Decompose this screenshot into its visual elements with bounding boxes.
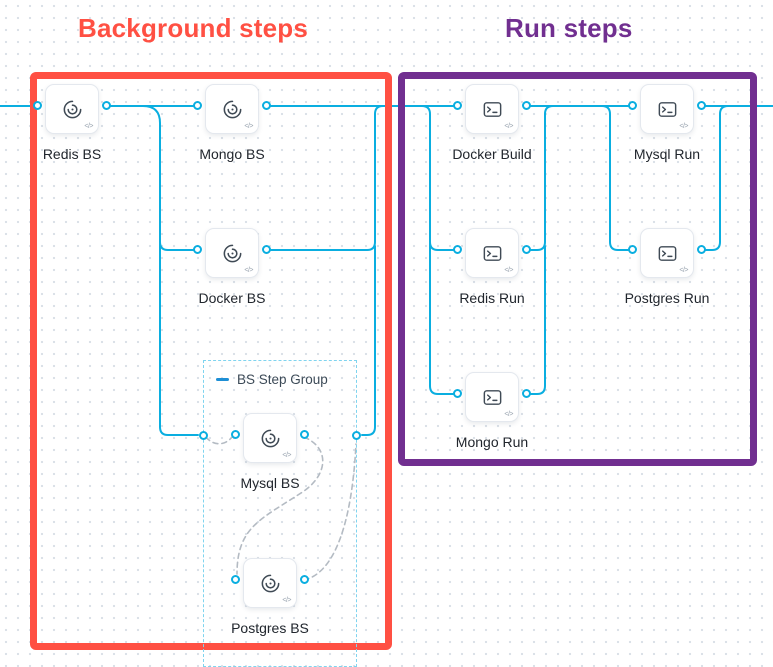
connector (264, 105, 384, 251)
code-glyph: </> (504, 411, 513, 418)
connector (429, 385, 460, 395)
background-step-icon (261, 429, 279, 447)
connector (524, 245, 546, 395)
step-node-redis-bs[interactable]: </> Redis BS (33, 84, 111, 162)
input-port (193, 245, 202, 254)
connector (699, 105, 729, 251)
code-glyph: </> (84, 123, 93, 130)
step-label: Redis Run (459, 290, 525, 306)
background-step-icon (63, 100, 81, 118)
connector (601, 105, 635, 251)
step-label: Postgres Run (624, 290, 710, 306)
step-node-postgres-run[interactable]: </> Postgres Run (625, 228, 709, 306)
output-port (522, 389, 531, 398)
step-node-mongo-run[interactable]: </> Mongo Run (453, 372, 531, 450)
input-port (33, 101, 42, 110)
step-node-mysql-bs[interactable]: </> Mysql BS (231, 413, 309, 491)
run-steps-box (398, 72, 757, 466)
background-step-icon (261, 574, 279, 592)
run-step-icon (483, 389, 501, 405)
code-glyph: </> (244, 123, 253, 130)
code-glyph: </> (679, 267, 688, 274)
dashed-connector (303, 443, 357, 581)
connector (159, 426, 199, 436)
code-glyph: </> (504, 123, 513, 130)
run-step-icon (658, 101, 676, 117)
connector (421, 105, 431, 387)
code-glyph: </> (282, 452, 291, 459)
step-card[interactable]: </> (45, 84, 99, 134)
code-glyph: </> (282, 597, 291, 604)
step-card[interactable]: </> (465, 228, 519, 278)
dashed-connector (205, 436, 233, 445)
code-glyph: </> (504, 267, 513, 274)
output-port (262, 101, 271, 110)
group-input-port (199, 431, 208, 440)
step-card[interactable]: </> (465, 84, 519, 134)
background-steps-title: Background steps (78, 13, 309, 43)
step-node-mongo-bs[interactable]: </> Mongo BS (193, 84, 271, 162)
output-port (522, 245, 531, 254)
run-step-icon (483, 101, 501, 117)
connector (159, 241, 200, 251)
connector (524, 105, 554, 251)
step-card[interactable]: </> (243, 413, 297, 463)
code-glyph: </> (244, 267, 253, 274)
output-port (300, 430, 309, 439)
output-port (262, 245, 271, 254)
input-port (453, 101, 462, 110)
step-label: Docker BS (198, 290, 266, 306)
connector (361, 245, 376, 436)
step-node-docker-build[interactable]: </> Docker Build (452, 84, 532, 162)
background-step-icon (223, 100, 241, 118)
background-steps-box (30, 72, 392, 650)
code-glyph: </> (679, 123, 688, 130)
step-label: Mongo BS (199, 146, 265, 162)
output-port (697, 245, 706, 254)
step-label: Redis BS (42, 146, 102, 162)
input-port (231, 575, 240, 584)
run-steps-title: Run steps (505, 13, 633, 43)
step-label: Mysql Run (633, 146, 701, 162)
output-port (697, 101, 706, 110)
collapse-minus-icon[interactable] (216, 378, 229, 381)
input-port (628, 245, 637, 254)
background-step-icon (223, 244, 241, 262)
step-node-mysql-run[interactable]: </> Mysql Run (628, 84, 706, 162)
input-port (193, 101, 202, 110)
run-step-icon (658, 245, 676, 261)
output-port (102, 101, 111, 110)
input-port (453, 245, 462, 254)
step-card[interactable]: </> (205, 228, 259, 278)
step-node-redis-run[interactable]: </> Redis Run (453, 228, 531, 306)
step-card[interactable]: </> (243, 558, 297, 608)
input-port (628, 101, 637, 110)
step-group-label: BS Step Group (237, 372, 328, 387)
step-card[interactable]: </> (205, 84, 259, 134)
dashed-connector (236, 436, 324, 575)
step-card[interactable]: </> (640, 228, 694, 278)
step-card[interactable]: </> (465, 372, 519, 422)
step-node-postgres-bs[interactable]: </> Postgres BS (231, 558, 309, 636)
run-step-icon (483, 245, 501, 261)
step-card[interactable]: </> (640, 84, 694, 134)
step-label: Postgres BS (231, 620, 309, 636)
step-node-docker-bs[interactable]: </> Docker BS (193, 228, 271, 306)
step-label: Mysql BS (240, 475, 300, 491)
step-label: Mongo Run (455, 434, 529, 450)
group-output-port (352, 431, 361, 440)
connector (142, 105, 161, 428)
step-group-header: BS Step Group (216, 372, 328, 387)
output-port (522, 101, 531, 110)
output-port (300, 575, 309, 584)
connector (429, 241, 460, 251)
input-port (453, 389, 462, 398)
input-port (231, 430, 240, 439)
step-label: Docker Build (452, 146, 532, 162)
